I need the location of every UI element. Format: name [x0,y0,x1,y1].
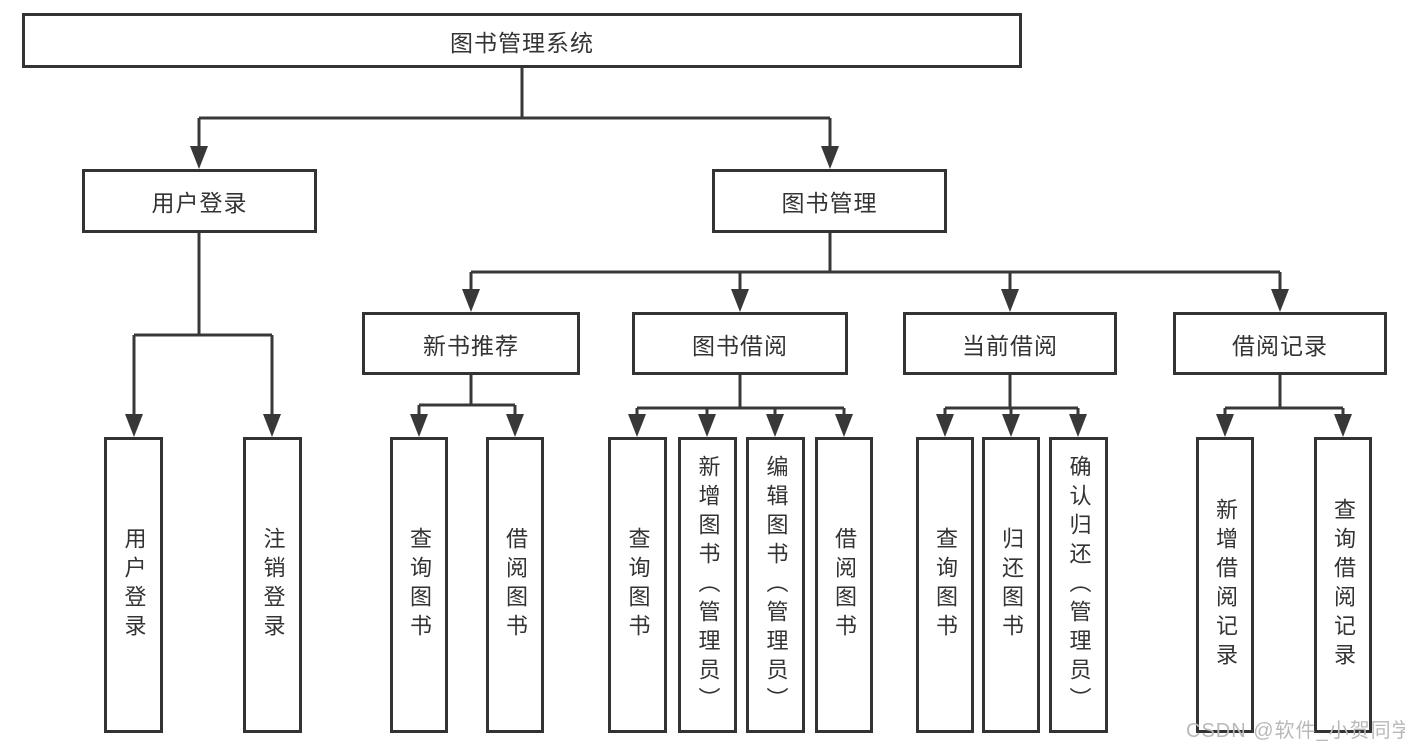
leaf-add-books-admin: 新增图书（管理员） [678,437,737,733]
leaf-query-books-borrowing: 查询图书 [608,437,667,733]
node-user-login-branch: 用户登录 [82,169,317,233]
watermark: CSDN @软件_小贺同学 [1186,720,1405,742]
leaf-query-books-current: 查询图书 [916,437,974,733]
leaf-query-borrow-record: 查询借阅记录 [1314,437,1372,733]
node-current-borrowing: 当前借阅 [903,312,1117,375]
node-root-system: 图书管理系统 [22,13,1022,68]
leaf-query-books-recommend: 查询图书 [390,437,448,733]
node-new-book-recommendation: 新书推荐 [362,312,580,375]
leaf-confirm-return-admin: 确认归还（管理员） [1049,437,1108,733]
leaf-user-login: 用户登录 [104,437,163,733]
node-book-management-branch: 图书管理 [712,169,947,233]
arrowhead-group [125,146,1352,437]
leaf-edit-books-admin: 编辑图书（管理员） [746,437,805,733]
node-borrowing-records: 借阅记录 [1173,312,1387,375]
leaf-borrow-books-recommend: 借阅图书 [486,437,544,733]
leaf-return-books: 归还图书 [982,437,1040,733]
leaf-borrow-books: 借阅图书 [815,437,873,733]
node-book-borrowing: 图书借阅 [632,312,848,375]
leaf-add-borrow-record: 新增借阅记录 [1196,437,1254,733]
leaf-logout: 注销登录 [243,437,302,733]
